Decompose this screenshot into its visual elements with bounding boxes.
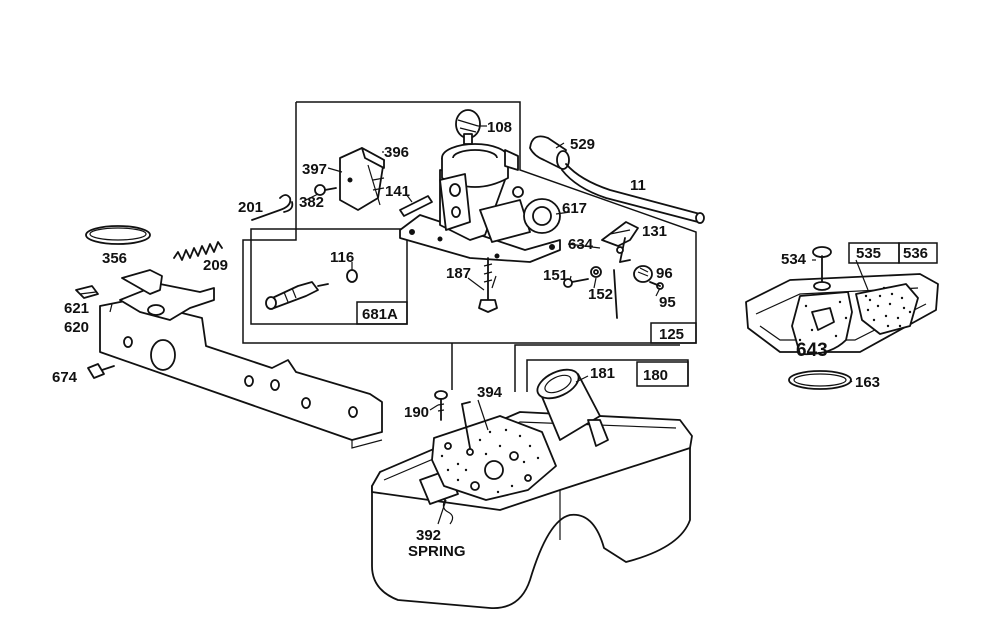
part-151-screw [563, 278, 589, 288]
part-96-needle-valve [613, 265, 664, 319]
label-116: 116 [330, 249, 354, 266]
label-box-681a [356, 301, 408, 325]
label-681a: 681A [362, 306, 398, 323]
label-529: 529 [570, 136, 595, 153]
label-536: 536 [903, 245, 928, 262]
label-141: 141 [385, 183, 410, 200]
part-201-link [251, 194, 294, 221]
part-534-wing-nut [812, 246, 832, 291]
label-621: 621 [64, 300, 89, 317]
label-95: 95 [659, 294, 676, 311]
part-681a-needle [265, 281, 329, 310]
part-labels: 108 396 397 382 141 529 11 201 617 131 6… [52, 119, 928, 560]
carburetor-group-outline [242, 101, 697, 390]
part-382-screw [314, 184, 337, 196]
label-634: 634 [568, 236, 594, 253]
label-643: 643 [796, 340, 828, 361]
label-620: 620 [64, 319, 89, 336]
kit-681a-box [250, 228, 408, 325]
part-394-gasket [431, 401, 557, 501]
leader-lines [79, 125, 869, 525]
label-382: 382 [299, 194, 324, 211]
part-209-spring [173, 241, 223, 261]
part-187-bolt [478, 257, 498, 313]
label-535: 535 [856, 245, 881, 262]
part-141-pin [399, 195, 433, 217]
label-181: 181 [590, 365, 615, 382]
label-125: 125 [659, 326, 684, 343]
label-108: 108 [487, 119, 512, 136]
label-spring: SPRING [408, 543, 466, 560]
part-108-screw [455, 109, 481, 145]
label-201: 201 [238, 199, 263, 216]
label-11: 11 [630, 177, 646, 194]
label-356: 356 [102, 250, 127, 267]
part-643-element [791, 291, 853, 356]
part-190-screw [434, 390, 448, 421]
label-674: 674 [52, 369, 78, 386]
label-96: 96 [656, 265, 673, 282]
carburetor-body [399, 143, 561, 263]
part-356-gasket [85, 225, 151, 245]
part-674-screw [87, 363, 115, 379]
label-397: 397 [302, 161, 327, 178]
label-152: 152 [588, 286, 613, 303]
label-163: 163 [855, 374, 880, 391]
label-box-536 [898, 242, 938, 264]
label-394: 394 [477, 384, 503, 401]
part-529-elbow [529, 135, 570, 170]
part-396-bracket [339, 147, 385, 211]
label-392: 392 [416, 527, 441, 544]
part-11-tube [561, 163, 705, 224]
part-392-spring [442, 497, 454, 525]
label-131: 131 [642, 223, 667, 240]
part-620-bracket [99, 299, 383, 449]
label-617: 617 [562, 200, 587, 217]
part-163-gasket [788, 370, 852, 390]
part-621-lever [75, 269, 215, 321]
part-634-lever [601, 221, 639, 263]
label-534: 534 [781, 251, 807, 268]
label-180: 180 [643, 367, 668, 384]
label-151: 151 [543, 267, 568, 284]
label-190: 190 [404, 404, 429, 421]
part-152-spring [590, 266, 602, 278]
label-396: 396 [384, 144, 409, 161]
label-box-125 [650, 322, 697, 344]
label-209: 209 [203, 257, 228, 274]
label-187: 187 [446, 265, 471, 282]
label-box-180 [636, 361, 689, 387]
part-116-washer [346, 269, 358, 283]
